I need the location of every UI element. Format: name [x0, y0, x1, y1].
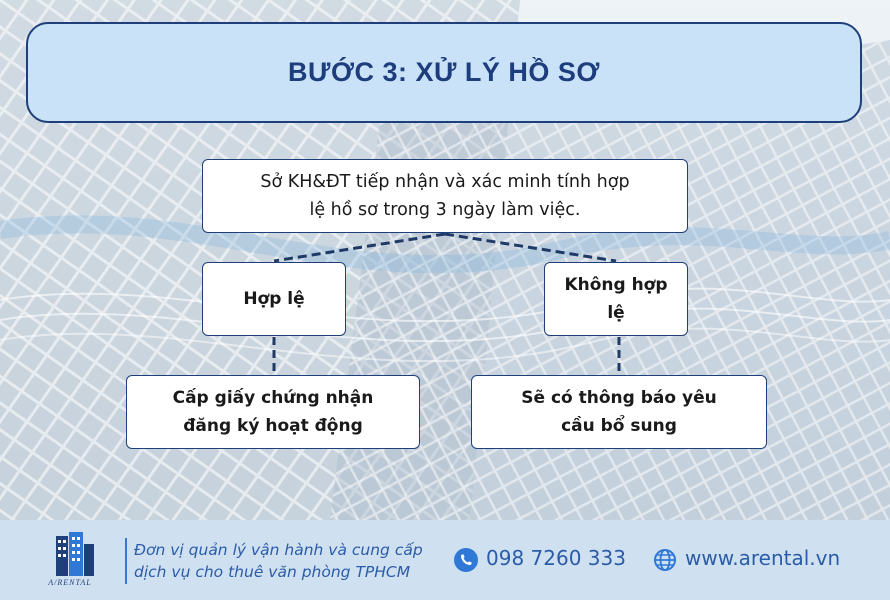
invalid-result-node: Sẽ có thông báo yêu cầu bổ sung — [471, 375, 767, 449]
valid-result-line-2: đăng ký hoạt động — [183, 416, 363, 436]
invalid-result-line-2: cầu bổ sung — [561, 416, 677, 436]
website-link[interactable]: www.arental.vn — [685, 546, 841, 570]
tagline-line-2: dịch vụ cho thuê văn phòng TPHCM — [134, 563, 411, 581]
valid-result-line-1: Cấp giấy chứng nhận — [172, 388, 374, 408]
footer-bar: A/RENTAL Đơn vị quản lý vận hành và cung… — [0, 520, 890, 600]
tagline-line-1: Đơn vị quản lý vận hành và cung cấp — [134, 541, 423, 559]
branch-valid-node: Hợp lệ — [202, 262, 346, 336]
page-title: BƯỚC 3: XỬ LÝ HỒ SƠ — [288, 57, 600, 87]
branch-valid-label: Hợp lệ — [243, 289, 305, 309]
root-step-line-1: Sở KH&ĐT tiếp nhận và xác minh tính hợp — [260, 172, 630, 192]
phone-icon — [454, 548, 478, 572]
root-step-node: Sở KH&ĐT tiếp nhận và xác minh tính hợp … — [202, 159, 688, 233]
invalid-result-line-1: Sẽ có thông báo yêu — [521, 388, 717, 408]
building-logo-icon: A/RENTAL — [32, 530, 108, 592]
logo-text: A/RENTAL — [48, 578, 92, 587]
valid-result-node: Cấp giấy chứng nhận đăng ký hoạt động — [126, 375, 420, 449]
branch-invalid-label: Không hợp lệ — [564, 275, 668, 323]
root-step-line-2: lệ hồ sơ trong 3 ngày làm việc. — [309, 200, 581, 220]
branch-invalid-node: Không hợp lệ — [544, 262, 688, 336]
footer-tagline: Đơn vị quản lý vận hành và cung cấp dịch… — [134, 539, 444, 583]
phone-number[interactable]: 098 7260 333 — [486, 546, 626, 570]
title-banner: BƯỚC 3: XỬ LÝ HỒ SƠ — [26, 22, 862, 123]
footer-divider — [125, 538, 127, 584]
globe-icon — [653, 548, 677, 572]
